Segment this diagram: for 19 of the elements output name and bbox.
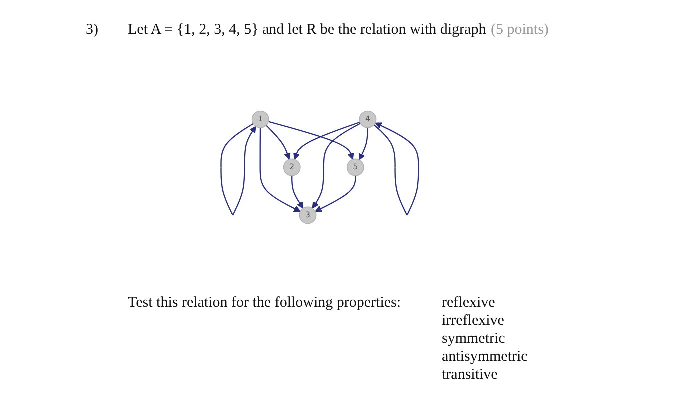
arrow bbox=[312, 123, 361, 209]
points-note: (5 points) bbox=[491, 22, 549, 39]
property-item: irreflexive bbox=[442, 313, 504, 330]
property-item: symmetric bbox=[442, 331, 506, 348]
instruction-text: Test this relation for the following properties: bbox=[128, 295, 402, 312]
property-item: antisymmetric bbox=[442, 349, 528, 366]
arrow bbox=[266, 125, 291, 160]
arrow bbox=[260, 128, 301, 212]
arrow bbox=[315, 176, 356, 212]
arrow bbox=[292, 176, 304, 209]
arrow bbox=[359, 128, 368, 160]
property-item: reflexive bbox=[442, 295, 496, 312]
arrow bbox=[220, 123, 256, 216]
property-item: transitive bbox=[442, 367, 498, 384]
arrow bbox=[374, 122, 420, 216]
arrow bbox=[268, 121, 354, 160]
question-number: 3) bbox=[86, 22, 98, 39]
arrow bbox=[294, 122, 360, 160]
question-text: Let A = {1, 2, 3, 4, 5} and let R be the relation with digraph bbox=[128, 22, 486, 39]
